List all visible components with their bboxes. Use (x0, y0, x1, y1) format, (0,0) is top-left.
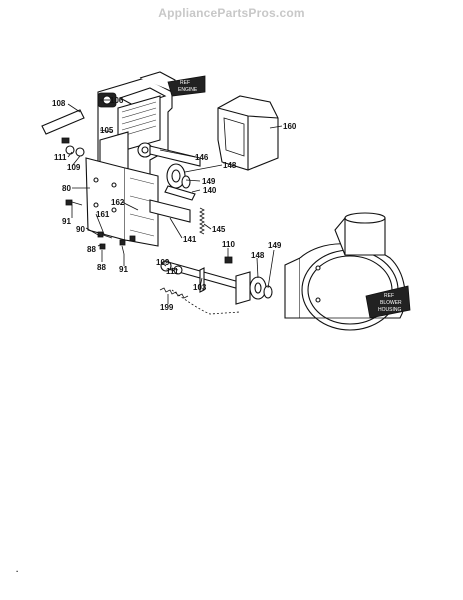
housing-ref-line-1: REF (384, 293, 394, 299)
part-label-88-upper: 88 (87, 245, 96, 254)
part-label-148-lower: 148 (251, 251, 265, 260)
belt-cover (217, 95, 279, 171)
part-label-106: 106 (110, 96, 124, 105)
left-washers (65, 145, 85, 157)
fastener-group (41, 109, 136, 255)
part-labels: 108 106 105 160 111 109 146 148 149 140 … (52, 96, 297, 312)
part-label-145: 145 (212, 225, 226, 234)
part-label-111-lower: 111 (166, 267, 179, 276)
part-label-109-left: 109 (67, 163, 81, 172)
part-label-108: 108 (52, 99, 66, 108)
engine-pulley-group (149, 163, 196, 223)
part-label-149-lower: 149 (268, 241, 282, 250)
engine-ref-line-2: ENGINE (178, 87, 198, 93)
housing-ref-line-2: BLOWER (380, 300, 402, 306)
part-label-90: 90 (76, 225, 85, 234)
engine-ref-line-1: REF (180, 80, 190, 86)
housing-ref-callout: REF BLOWER HOUSING (365, 285, 411, 319)
part-label-91-lower: 91 (119, 265, 128, 274)
tension-spring (199, 207, 205, 235)
part-label-160: 160 (283, 122, 297, 131)
part-label-149-upper: 149 (202, 177, 216, 186)
part-label-91-left: 91 (62, 217, 71, 226)
part-label-148-upper: 148 (223, 161, 237, 170)
leader-lines (67, 99, 283, 304)
part-label-140: 140 (203, 186, 217, 195)
part-label-111-left: 111 (54, 153, 67, 162)
footer-mark: . (16, 565, 18, 574)
mounting-plate (85, 157, 159, 247)
lower-spring (159, 287, 189, 299)
part-label-88-lower: 88 (97, 263, 106, 272)
part-label-103: 103 (193, 283, 207, 292)
housing-ref-line-3: HOUSING (378, 307, 401, 313)
part-label-109-lower: 109 (156, 258, 170, 267)
auger-bracket (160, 256, 251, 315)
part-label-110: 110 (222, 240, 235, 249)
housing-pulley-group (249, 276, 273, 300)
part-label-199: 199 (160, 303, 174, 312)
part-label-105: 105 (100, 126, 114, 135)
part-label-162: 162 (111, 198, 125, 207)
engine-ref-callout: REF ENGINE (167, 75, 206, 97)
watermark: AppliancePartsPros.com (158, 6, 305, 20)
part-label-141: 141 (183, 235, 197, 244)
part-label-146: 146 (195, 153, 209, 162)
part-label-80: 80 (62, 184, 71, 193)
part-label-161: 161 (96, 210, 110, 219)
